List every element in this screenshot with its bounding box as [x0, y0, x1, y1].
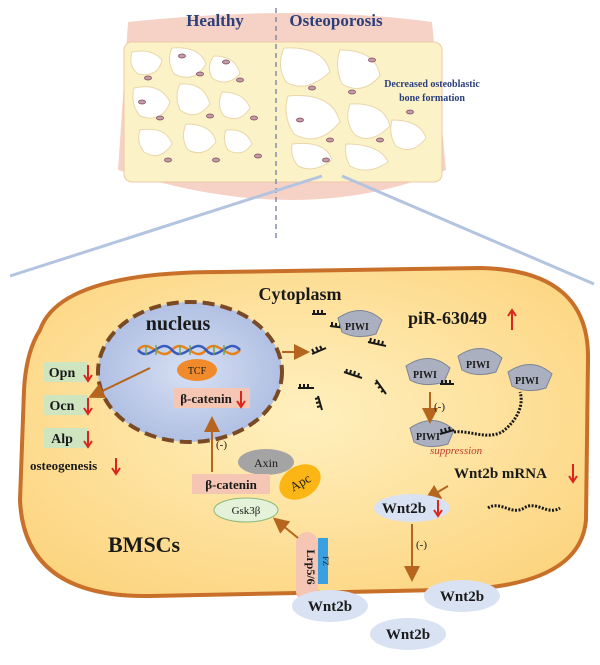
piwi-proteins: PIWI PIWI PIWI PIWI PIWI	[337, 310, 553, 448]
healthy-label: Healthy	[186, 11, 244, 30]
wnt2b-cell-label: Wnt2b	[382, 501, 426, 517]
osteoporosis-label: Osteoporosis	[289, 11, 383, 30]
inhibit-secretion: (-)	[416, 539, 427, 551]
zoom-line-right	[341, 174, 595, 286]
beta-catenin-cyto-label: β-catenin	[205, 477, 257, 492]
svg-text:PIWI: PIWI	[416, 432, 440, 443]
wnt2b-ext-label-3: Wnt2b	[386, 627, 430, 643]
suppression-label: suppression	[430, 445, 483, 457]
wnt2b-ext-oval-2	[424, 580, 500, 612]
apc-oval	[279, 464, 321, 500]
decreased-line2: bone formation	[399, 93, 465, 104]
opn-box	[44, 362, 88, 382]
beta-catenin-nucleus-box	[174, 388, 250, 408]
alp-box	[44, 428, 88, 448]
dna-helix	[137, 344, 241, 356]
fz-label: FZ	[321, 556, 330, 565]
wnt2b-ext-oval-1	[292, 590, 368, 622]
mrna-strand-1	[453, 391, 523, 437]
decreased-line1: Decreased osteoblastic	[384, 79, 480, 90]
inhibit-betacat: (-)	[216, 439, 227, 451]
lrp-label: Lrp5/6	[304, 549, 318, 584]
tcf-label: TCF	[188, 366, 207, 377]
beta-catenin-nucleus-label: β-catenin	[180, 391, 232, 406]
axin-oval	[238, 449, 294, 475]
alp-label: Alp	[51, 432, 73, 447]
svg-text:PIWI: PIWI	[413, 370, 437, 381]
lrp-receptor	[296, 532, 318, 602]
gsk3b-oval	[213, 497, 279, 523]
inhibit-piwi: (-)	[434, 401, 445, 413]
ocn-label: Ocn	[50, 399, 75, 414]
osteogenesis-label: osteogenesis	[30, 458, 97, 473]
wnt2b-ext-label-2: Wnt2b	[440, 589, 484, 605]
fz-receptor	[318, 538, 328, 584]
pirna-label: piR-63049	[408, 308, 487, 328]
beta-catenin-cyto-box	[192, 474, 270, 494]
mrna-strand-2	[487, 504, 561, 512]
svg-text:PIWI: PIWI	[345, 322, 369, 333]
wnt2b-mrna-label: Wnt2b mRNA	[454, 466, 547, 482]
gsk3b-label: Gsk3β	[232, 505, 261, 517]
arrow-receptor-to-complex	[272, 517, 299, 539]
bone-section: Healthy Osteoporosis Decreased osteoblas…	[118, 8, 480, 240]
svg-text:PIWI: PIWI	[515, 376, 539, 387]
bmsc-label: BMSCs	[108, 532, 181, 557]
wnt2b-ext-label-1: Wnt2b	[308, 599, 352, 615]
tcf-oval	[177, 359, 217, 381]
opn-label: Opn	[49, 366, 76, 381]
pirna-fragments	[298, 310, 387, 411]
ocn-box	[44, 395, 88, 415]
piwi-4	[507, 364, 553, 392]
zoom-line-left	[9, 174, 323, 278]
bone-pores	[130, 47, 427, 171]
arrow-tcf-to-markers	[88, 367, 151, 398]
nucleus-label: nucleus	[146, 313, 211, 335]
wnt2b-cell-oval	[374, 494, 450, 522]
cytoplasm-label: Cytoplasm	[258, 284, 341, 304]
wnt2b-ext-oval-3	[370, 618, 446, 650]
piwi-3	[457, 348, 503, 376]
svg-text:PIWI: PIWI	[466, 360, 490, 371]
osteocytes	[138, 53, 414, 163]
piwi-2	[405, 358, 451, 386]
axin-label: Axin	[254, 456, 278, 470]
osteogenic-markers: Opn Ocn Alp osteogenesis	[30, 362, 121, 476]
piwi-1	[337, 310, 383, 338]
